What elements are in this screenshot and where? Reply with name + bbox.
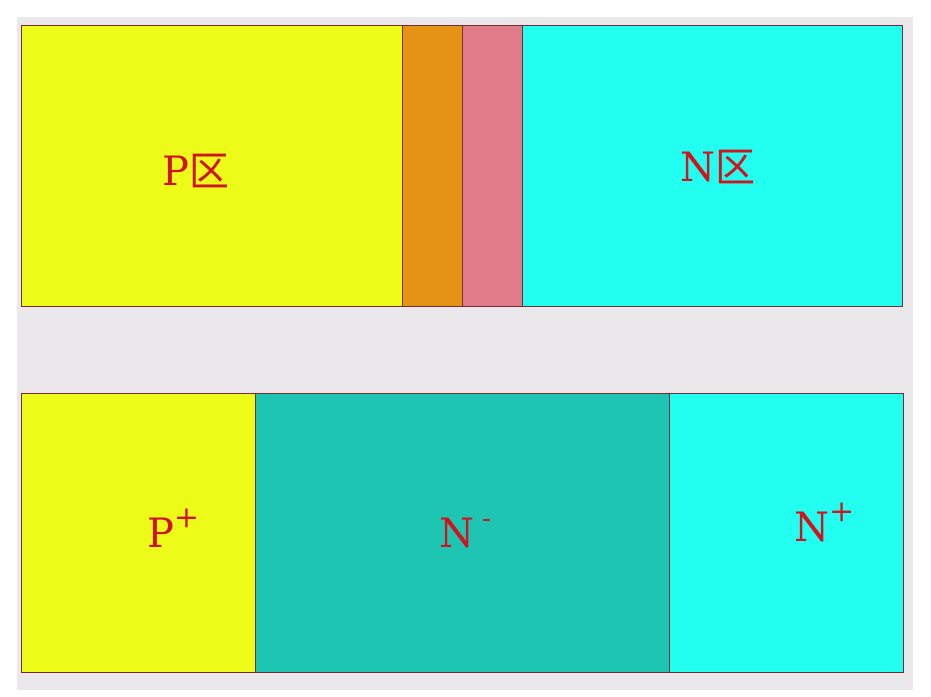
n-region: N区 <box>522 25 903 307</box>
n-plus-base: N <box>794 505 829 551</box>
n-minus-region: N- <box>255 393 670 673</box>
junction-p-side-region <box>402 25 463 307</box>
p-plus-sup: + <box>173 500 200 535</box>
diagram-canvas: P区 N区 P+ N- N+ <box>17 17 913 690</box>
n-plus-region: N+ <box>669 393 904 673</box>
p-region: P区 <box>21 25 403 307</box>
p-plus-base: P <box>147 511 174 557</box>
n-minus-label: N- <box>439 506 491 557</box>
junction-n-side-region <box>462 25 523 307</box>
p-region-label: P区 <box>162 149 229 195</box>
p-plus-region: P+ <box>21 393 256 673</box>
p-plus-label: P+ <box>147 503 199 557</box>
n-plus-sup: + <box>829 494 855 529</box>
n-minus-sup: - <box>482 504 491 534</box>
n-plus-label: N+ <box>794 497 854 551</box>
n-region-label: N区 <box>680 145 755 191</box>
n-minus-base: N <box>439 511 474 557</box>
